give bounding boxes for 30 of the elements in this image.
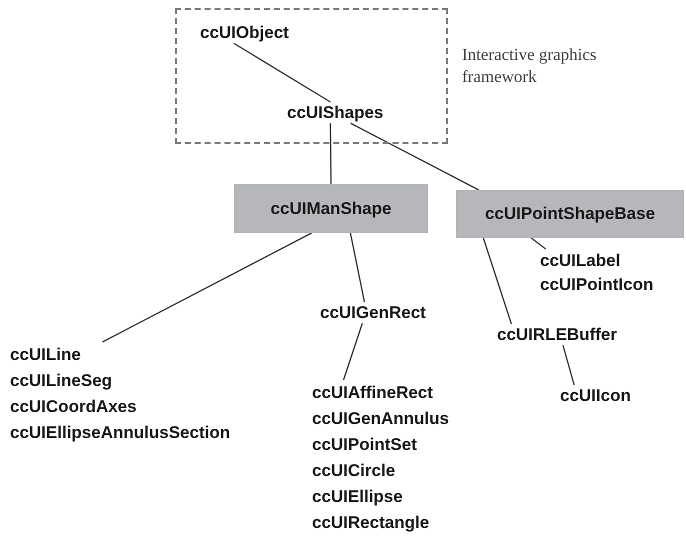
class-name: ccUICircle [312,460,396,482]
class-name: ccUIPointIcon [540,274,654,296]
class-box: ccUIPointShapeBase [456,190,684,238]
class-name: ccUIPointSet [312,434,417,456]
connector-line [562,345,575,386]
class-box: ccUIManShape [234,184,428,233]
connector-line [482,238,512,324]
connector-line [530,237,546,250]
class-name: ccUIRLEBuffer [497,324,617,346]
class-name: ccUIShapes [287,102,384,124]
class-name: ccUIAffineRect [312,382,433,404]
class-name: ccUILabel [540,250,620,272]
class-name: ccUIRectangle [312,512,430,534]
class-name: ccUICoordAxes [10,396,137,418]
class-name: ccUIIcon [560,385,631,406]
frame-caption: Interactive graphics framework [462,44,598,88]
class-name: ccUILine [10,344,81,366]
connector-line [330,123,332,184]
class-name: ccUIGenRect [320,302,426,324]
class-name: ccUIGenAnnulus [312,408,449,430]
dashed-frame [175,8,448,144]
connector-line [350,232,366,302]
connector-line [102,232,312,343]
class-name: ccUIEllipse [312,486,403,508]
class-name: ccUIObject [200,22,289,44]
connector-line [350,122,480,191]
class-name: ccUIEllipseAnnulusSection [10,422,230,444]
connector-line [342,323,363,380]
class-name: ccUILineSeg [10,370,112,392]
connector-line [233,42,331,103]
